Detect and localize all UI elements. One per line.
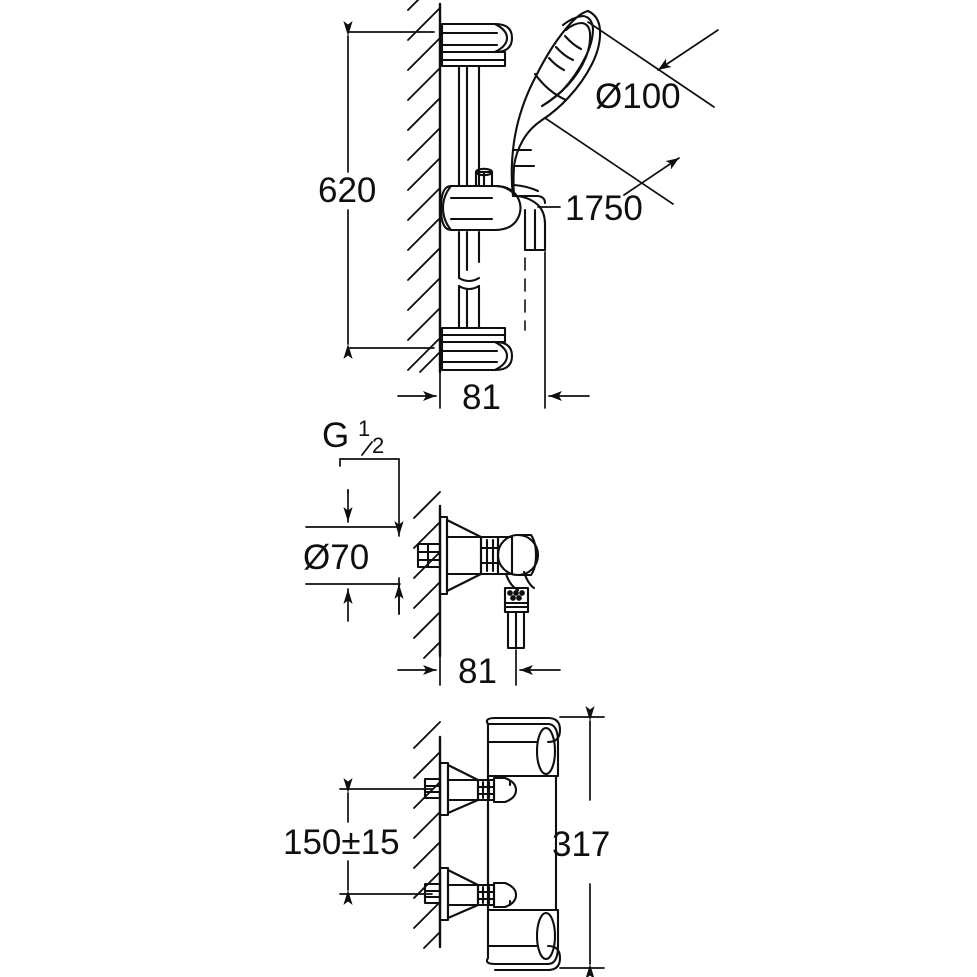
rail-upper-bracket	[440, 22, 514, 68]
dimension-g-thread	[339, 458, 404, 615]
dimension-d100-label: Ø100	[595, 77, 681, 116]
temperature-handle	[485, 716, 562, 778]
wall-hatching-top	[407, 0, 441, 373]
dimension-d70	[305, 489, 401, 622]
union-inlet-nipple	[416, 542, 442, 569]
union-lower	[423, 866, 518, 922]
view-wall-union: G 1 2 Ø70 81	[303, 416, 561, 691]
dimension-620	[343, 21, 435, 359]
dimension-81-top	[397, 251, 590, 409]
dimension-150-label: 150±15	[283, 823, 400, 862]
wall-hatching-mid	[413, 491, 441, 659]
union-hose	[506, 610, 526, 650]
thermostat-body	[486, 774, 558, 912]
dimension-g-numerator: 1	[358, 416, 370, 441]
dimension-1750-label: 1750	[565, 189, 643, 228]
hose-nut	[503, 586, 530, 614]
dimension-d100	[544, 21, 719, 205]
shower-holder	[439, 167, 522, 232]
view-shower-rail: 620 Ø100 1750 81	[318, 0, 719, 417]
view-thermostat: 150±15 317	[283, 706, 610, 977]
shower-hose	[516, 194, 547, 252]
wall-hatching-bottom	[413, 721, 441, 949]
dimension-317	[559, 706, 605, 977]
union-escutcheon	[438, 515, 483, 596]
slide-bar	[457, 64, 481, 330]
dimension-d70-label: Ø70	[303, 538, 369, 577]
rail-lower-bracket	[440, 326, 514, 372]
dimension-81-mid-label: 81	[458, 652, 497, 691]
flow-handle	[485, 908, 562, 972]
dimension-317-label: 317	[552, 825, 610, 864]
union-body	[479, 533, 540, 592]
dimension-81-top-label: 81	[462, 378, 501, 417]
dimension-g-letter: G	[322, 416, 349, 455]
dimension-150	[339, 778, 433, 905]
dimension-81-mid	[397, 649, 561, 686]
dimension-g-denominator: 2	[372, 433, 384, 458]
union-upper	[423, 761, 518, 817]
dimension-620-label: 620	[318, 171, 376, 210]
hand-shower-head	[510, 9, 602, 205]
